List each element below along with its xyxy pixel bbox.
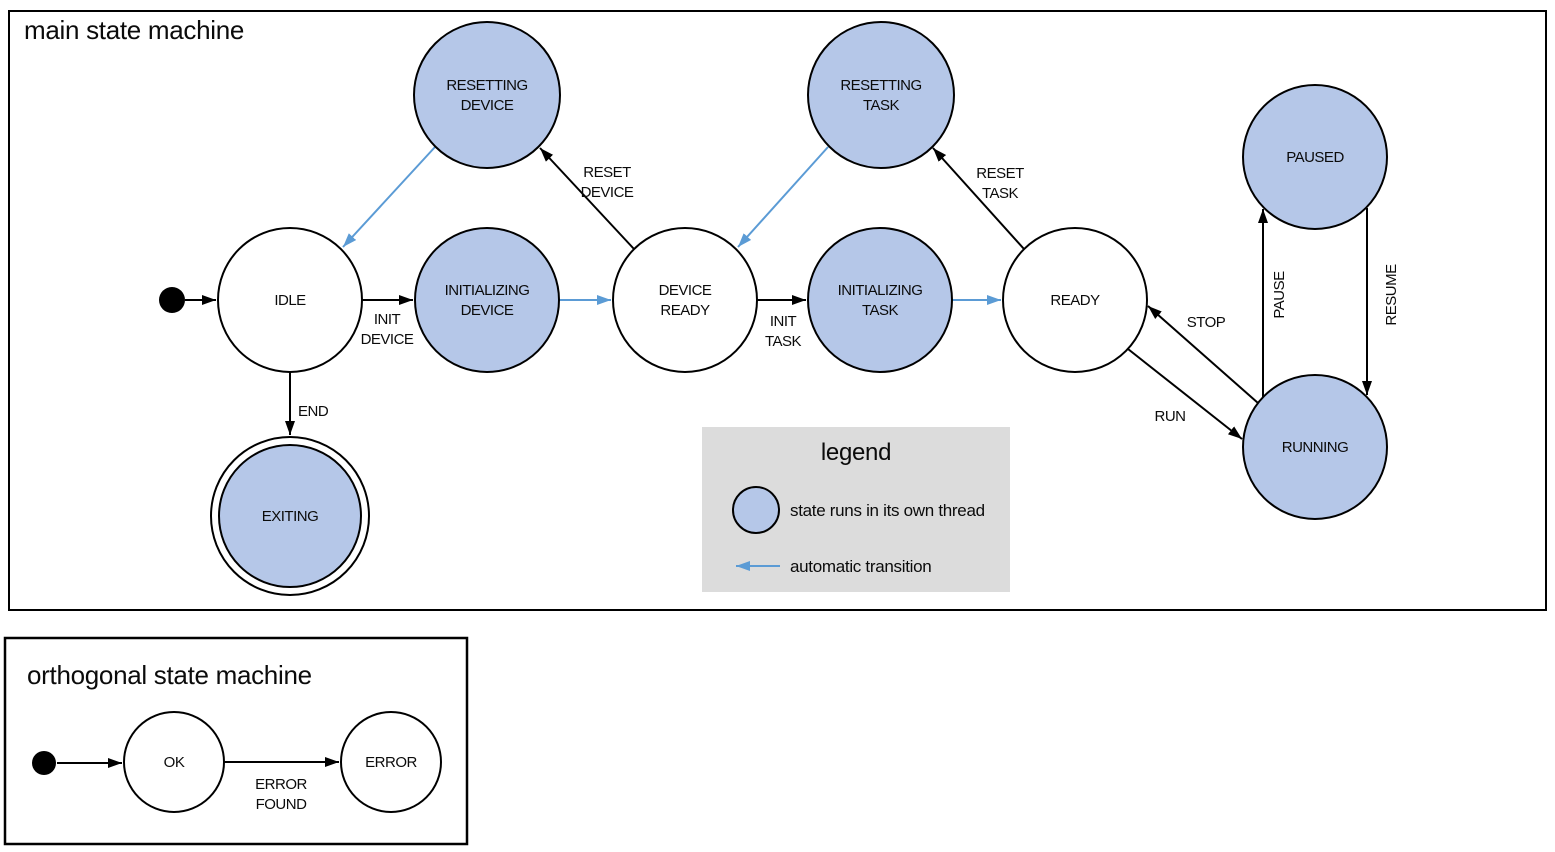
- state-initializing-device: [414, 227, 560, 373]
- label-pause: PAUSE: [1271, 271, 1288, 319]
- state-resetting-device: [413, 21, 561, 169]
- label-init-task-line2: TASK: [765, 333, 802, 350]
- state-ok: [123, 711, 225, 813]
- legend-threaded-state-label: state runs in its own thread: [790, 501, 985, 520]
- label-stop: STOP: [1187, 314, 1226, 331]
- label-reset-task-line2: TASK: [982, 185, 1019, 202]
- auto-transition-resetting-task-to-device-ready: [737, 146, 829, 248]
- state-resetting-task-line2: TASK: [863, 97, 900, 114]
- label-resume: RESUME: [1383, 264, 1400, 326]
- state-device-ready-line2: READY: [660, 302, 710, 319]
- initial-state-dot: [159, 287, 185, 313]
- transition-device-ready-to-resetting-device: [539, 147, 635, 250]
- state-error-label: ERROR: [365, 754, 417, 771]
- label-reset-device-line1: RESET: [583, 164, 631, 181]
- state-paused: [1242, 84, 1388, 230]
- label-error-found-line1: ERROR: [255, 776, 307, 793]
- state-initializing-task-line1: INITIALIZING: [838, 282, 923, 299]
- state-idle: [217, 227, 363, 373]
- state-error: [340, 711, 442, 813]
- main-machine-title: main state machine: [24, 15, 244, 45]
- state-idle-label: IDLE: [274, 292, 306, 309]
- legend-threaded-state-icon: [732, 486, 780, 534]
- state-ok-label: OK: [164, 754, 185, 771]
- label-reset-device-line2: DEVICE: [581, 184, 634, 201]
- state-exiting-label: EXITING: [262, 508, 319, 525]
- transition-ready-to-running-run: [1127, 348, 1243, 440]
- state-resetting-device-line2: DEVICE: [461, 97, 514, 114]
- state-ready-label: READY: [1050, 292, 1100, 309]
- label-end: END: [298, 403, 329, 420]
- orthogonal-initial-state-dot: [32, 751, 56, 775]
- state-initializing-device-line2: DEVICE: [461, 302, 514, 319]
- state-running-label: RUNNING: [1282, 439, 1349, 456]
- state-initializing-task-line2: TASK: [862, 302, 899, 319]
- state-initializing-device-line1: INITIALIZING: [445, 282, 530, 299]
- state-device-ready: [612, 227, 758, 373]
- state-paused-label: PAUSED: [1286, 149, 1344, 166]
- label-init-device-line2: DEVICE: [361, 331, 414, 348]
- state-resetting-task-line1: RESETTING: [840, 77, 921, 94]
- state-resetting-task: [807, 21, 955, 169]
- state-ready: [1002, 227, 1148, 373]
- orthogonal-machine-title: orthogonal state machine: [27, 660, 312, 690]
- state-initializing-task: [807, 227, 953, 373]
- state-exiting: [218, 444, 362, 588]
- label-run: RUN: [1155, 408, 1186, 425]
- state-running: [1242, 374, 1388, 520]
- state-device-ready-line1: DEVICE: [659, 282, 712, 299]
- auto-transition-resetting-device-to-idle: [342, 146, 436, 248]
- transition-ready-to-resetting-task: [932, 147, 1025, 250]
- transition-running-to-ready-stop: [1147, 305, 1259, 404]
- state-resetting-device-line1: RESETTING: [446, 77, 527, 94]
- label-init-task-line1: INIT: [770, 313, 797, 330]
- legend-automatic-transition-label: automatic transition: [790, 557, 931, 576]
- legend-title: legend: [821, 439, 891, 466]
- label-reset-task-line1: RESET: [976, 165, 1024, 182]
- label-init-device-line1: INIT: [374, 311, 401, 328]
- label-error-found-line2: FOUND: [256, 796, 307, 813]
